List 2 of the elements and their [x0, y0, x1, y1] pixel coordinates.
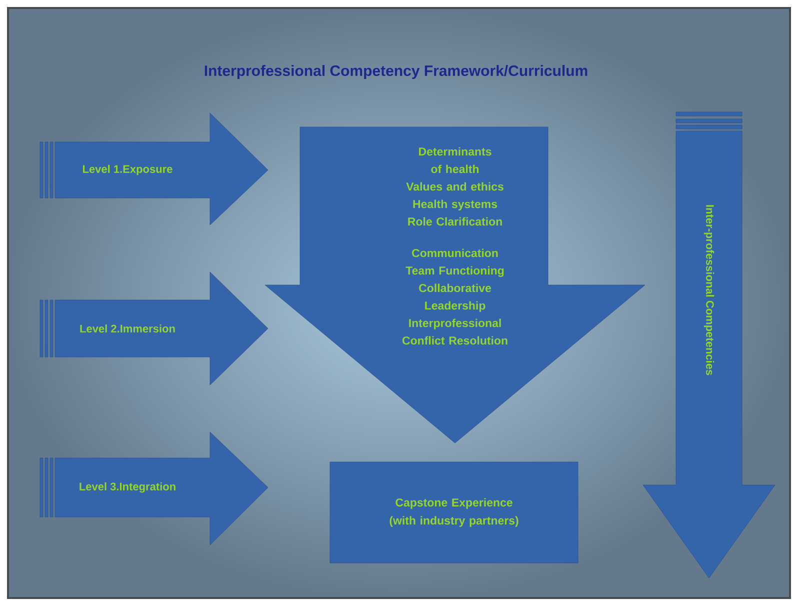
process-box: Capstone Experience (with industry partners) — [330, 462, 578, 564]
title: Interprofessional Competency Framework/Curriculum — [204, 65, 588, 79]
